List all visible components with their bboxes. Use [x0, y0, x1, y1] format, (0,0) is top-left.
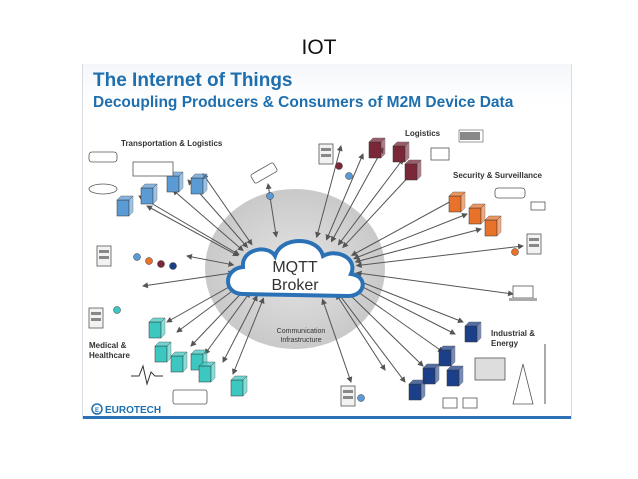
- meter-icon: [462, 397, 478, 409]
- connection-arrow: [186, 253, 235, 267]
- connection-arrow: [142, 270, 235, 289]
- transport-cube: [166, 171, 184, 193]
- logistics-cube: [404, 159, 422, 181]
- svg-text:E: E: [95, 408, 99, 414]
- car-icon: [494, 187, 526, 199]
- ambulance-icon: [172, 389, 208, 405]
- transport-cube: [116, 195, 134, 217]
- train-icon: [88, 151, 118, 163]
- truck-icon: [132, 161, 174, 177]
- diagram-panel: The Internet of Things Decoupling Produc…: [82, 64, 572, 419]
- label-security: Security & Surveillance: [453, 171, 542, 180]
- data-dot: [169, 262, 177, 270]
- gps-device-icon: [250, 162, 278, 184]
- data-dot: [335, 162, 343, 170]
- server-icon: [96, 245, 112, 267]
- meter-icon: [442, 397, 458, 409]
- industrial-cube: [408, 379, 426, 401]
- mqtt-broker-cloud: [226, 239, 365, 299]
- data-dot: [345, 172, 353, 180]
- device-dot: [266, 192, 274, 200]
- medical-cube: [148, 317, 166, 339]
- server-icon: [526, 233, 542, 255]
- label-logistics: Logistics: [405, 129, 441, 138]
- connection-arrow: [355, 243, 524, 268]
- industrial-cube: [464, 321, 482, 343]
- power-tower-icon: [512, 363, 534, 405]
- medical-cube: [170, 351, 188, 373]
- server-icon: [318, 143, 334, 165]
- camera-icon: [530, 201, 546, 211]
- label-transportation: Transportation & Logistics: [121, 139, 223, 148]
- logo-text: EUROTECH: [105, 405, 161, 416]
- iot-diagram: MQTT Broker Communication Infrastructure…: [88, 129, 546, 416]
- broker-label-line1: MQTT: [272, 259, 318, 276]
- ecg-wave-icon: [131, 364, 163, 386]
- data-dot: [357, 394, 365, 402]
- helicopter-icon: [88, 183, 118, 195]
- device-icons: [88, 129, 546, 409]
- security-cube: [484, 215, 502, 237]
- data-dot: [511, 248, 519, 256]
- footer-bar: [83, 416, 571, 419]
- label-medical-line2: Healthcare: [89, 351, 130, 360]
- server-icon: [340, 385, 356, 407]
- logistics-cube: [368, 137, 386, 159]
- transport-cube: [190, 173, 208, 195]
- data-dot: [113, 306, 121, 314]
- connection-arrow: [321, 298, 353, 383]
- eurotech-logo: E EUROTECH: [91, 403, 161, 416]
- forklift-icon: [430, 147, 450, 161]
- label-industrial-line2: Energy: [491, 339, 519, 348]
- data-dot: [133, 253, 141, 261]
- diagram-subtitle: Decoupling Producers & Consumers of M2M …: [93, 94, 514, 111]
- infrastructure-label-line2: Infrastructure: [280, 337, 321, 344]
- medical-cube: [198, 361, 216, 383]
- slide-title: IOT: [301, 36, 337, 59]
- panel-header-background: [83, 64, 571, 104]
- data-dot: [157, 260, 165, 268]
- industrial-cube: [422, 363, 440, 385]
- laptop-icon: [512, 285, 534, 299]
- broker-label-line2: Broker: [271, 277, 319, 294]
- medical-cube: [230, 375, 248, 397]
- connection-arrow: [202, 173, 253, 246]
- diagram-title: The Internet of Things: [93, 70, 293, 91]
- security-cube: [448, 191, 466, 213]
- laptop-base: [509, 298, 537, 301]
- logistics-cube: [392, 141, 410, 163]
- infrastructure-label-line1: Communication: [277, 328, 326, 335]
- security-cube: [468, 203, 486, 225]
- medical-cube: [154, 341, 172, 363]
- transport-cube: [140, 183, 158, 205]
- data-dot: [145, 257, 153, 265]
- industrial-cube: [438, 345, 456, 367]
- label-industrial-line1: Industrial &: [491, 329, 535, 338]
- label-medical-line1: Medical &: [89, 341, 127, 350]
- plc-icon: [474, 357, 506, 381]
- server-icon: [88, 307, 104, 329]
- connection-arrow: [166, 281, 239, 323]
- industrial-cube: [446, 365, 464, 387]
